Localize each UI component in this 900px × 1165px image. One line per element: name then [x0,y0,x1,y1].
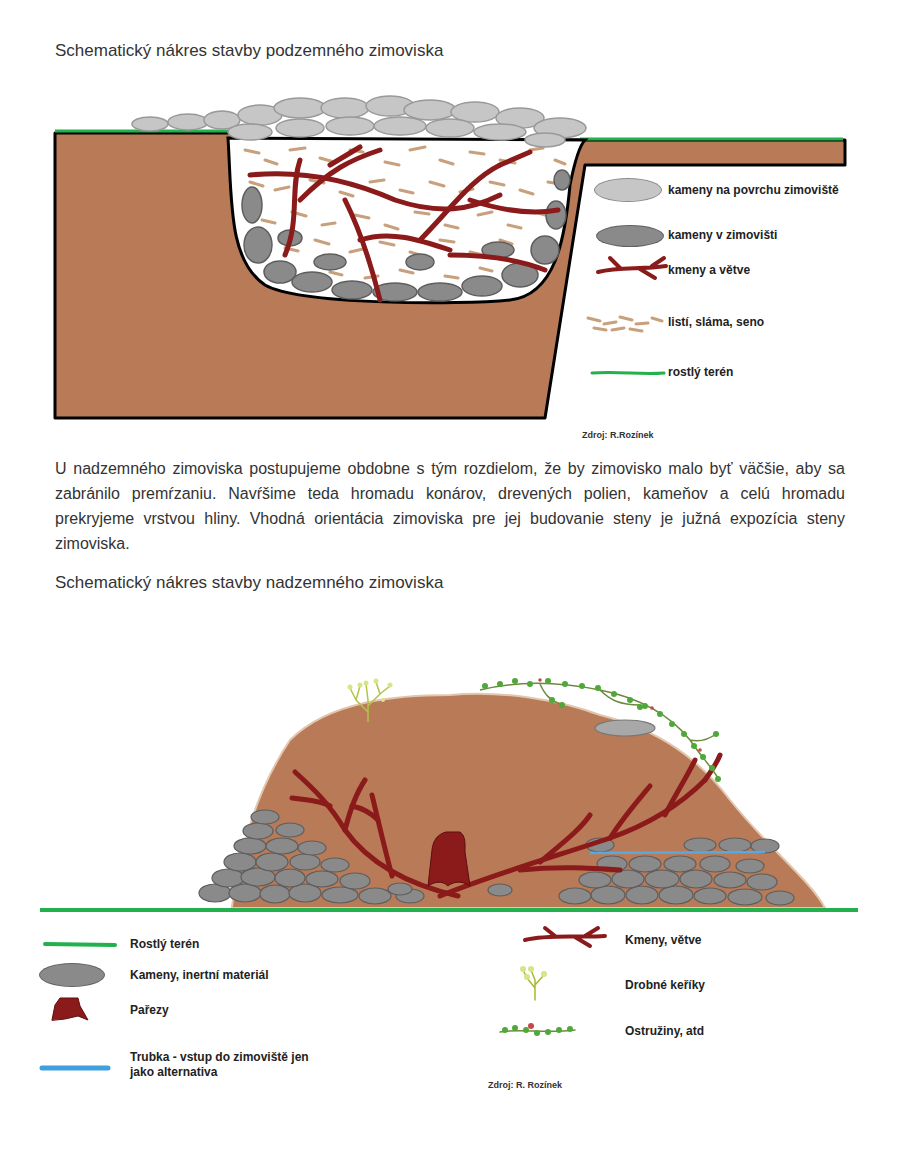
top-stone [595,720,655,736]
body-paragraph: U nadzemného zimoviska postupujeme obdob… [55,456,845,556]
straw [245,147,565,278]
icon-leaf [512,1025,518,1031]
branch-icon [598,258,666,278]
legend-label: Kmeny, větve [625,933,701,948]
icon-stroke [523,970,544,1000]
icon-leaf [545,1029,551,1035]
stump [428,832,470,886]
ground-line [40,908,858,912]
ground-line-icon [45,944,115,945]
icon-leaf [556,1027,562,1033]
legend-label: Drobné keříky [625,978,705,993]
diagram-heading: Schematický nákres stavby nadzemného zim… [55,573,443,593]
source-note: Zdroj: R.Rozínek [582,430,654,440]
icon-leaf [524,974,530,980]
legend-label: Pařezy [130,1003,169,1018]
mound [232,694,825,908]
surface-stones [132,96,586,147]
stump-icon [52,998,88,1020]
legend-swatch [596,225,664,247]
icon-stroke [592,372,664,373]
icon-leaf [523,1027,529,1033]
mound-branches [292,755,720,896]
legend-label: kameny v zimovišti [668,228,777,243]
shrub-icon [520,966,547,1000]
brambles [480,678,721,782]
branch-icon [525,928,605,946]
underground-section [55,96,845,418]
pipe [590,852,765,853]
icon-stroke [45,944,115,945]
icon-stroke [52,998,88,1020]
icon-stroke [588,317,662,331]
pit [228,138,585,303]
shrub [348,679,393,723]
pit-branches [250,147,558,300]
icon-stroke [598,258,666,278]
icon-leaf [528,1023,534,1029]
legend-label: rostlý terén [668,365,733,380]
aboveground-section [40,678,858,910]
legend-label: kmeny a větve [668,263,750,278]
mound-stones [199,810,794,905]
legend-label: kameny na povrchu zimoviště [668,183,839,198]
legend-label: Rostlý terén [130,937,199,952]
soil [55,133,845,418]
icon-leaf [528,966,534,972]
diagram-title: Schematický nákres stavby podzemného zim… [55,41,443,61]
legend-label: Ostružiny, atd [625,1024,704,1039]
legend-swatch [39,963,105,987]
pipe-icon [42,1068,108,1069]
bramble-icon [500,1023,575,1036]
icon-stroke [42,1066,108,1071]
legend-label: Trubka - vstup do zimoviště jen jako alt… [130,1050,315,1080]
source-note: Zdroj: R. Rozínek [488,1080,562,1090]
legend-label: listí, sláma, seno [668,315,764,330]
ground-line-icon [592,372,664,373]
legend-swatch [594,178,662,202]
icon-leaf [567,1026,573,1032]
icon-leaf [502,1027,508,1033]
icon-leaf [541,971,547,977]
icon-stroke [525,928,605,946]
icon-leaf [534,1030,540,1036]
icon-leaf [520,966,526,972]
legend-label: Kameny, inertní materiál [130,968,269,983]
straw-icon [588,317,662,331]
